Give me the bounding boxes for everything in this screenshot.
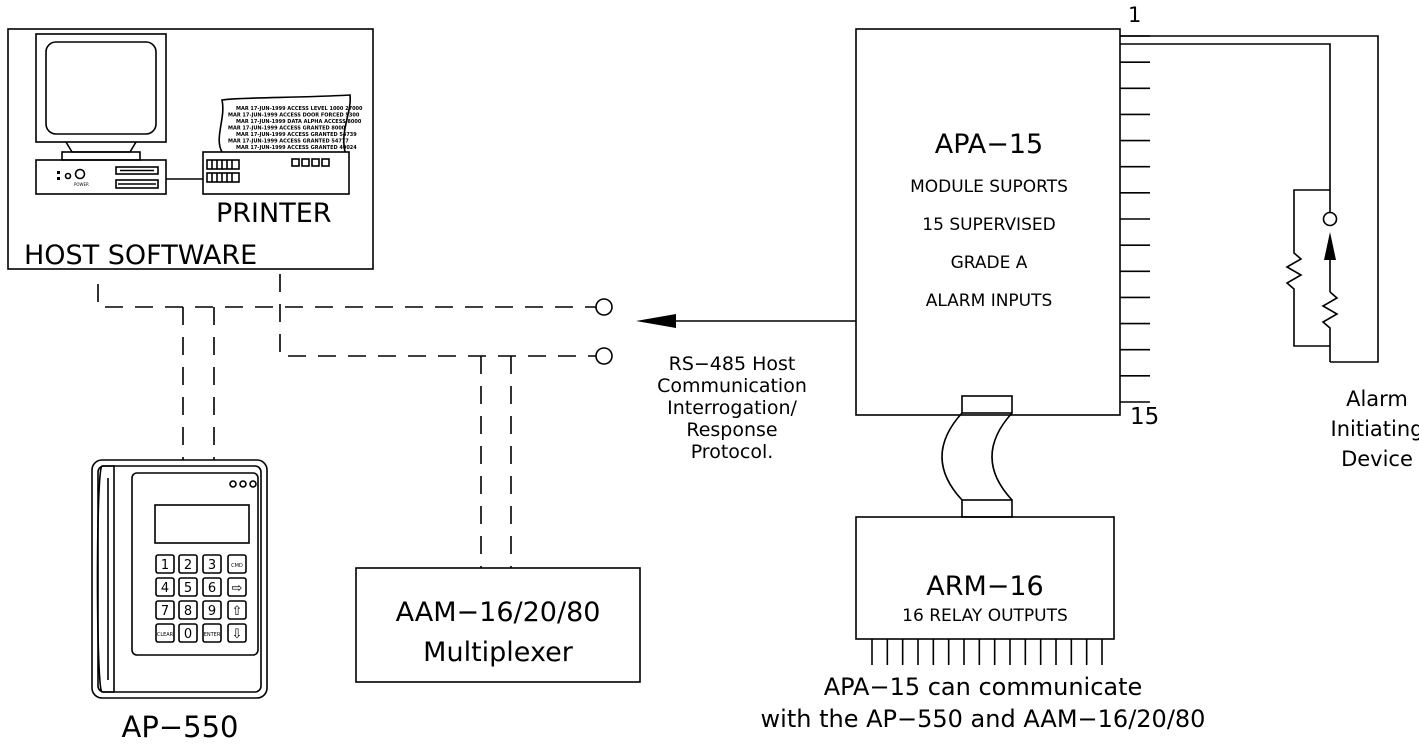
keypad-key-label: 4 — [161, 581, 169, 596]
keypad-key[interactable] — [178, 623, 198, 643]
monitor-icon — [35, 33, 167, 161]
svg-text:Interrogation/: Interrogation/ — [667, 397, 797, 419]
footer-line: with the AP−550 and AAM−16/20/80 — [761, 705, 1206, 733]
keypad-key-label: CLEAR — [157, 632, 174, 638]
svg-text:Alarm: Alarm — [1346, 387, 1408, 411]
aam-subtitle: Multiplexer — [423, 637, 574, 668]
keypad-key-label: ⇩ — [232, 627, 243, 642]
input-number-last: 15 — [1130, 404, 1159, 430]
apa15-input-terminals — [1120, 35, 1150, 403]
rs485-caption: RS−485 Host Communication Interrogation/… — [657, 353, 807, 463]
apa15-desc-line: 15 SUPERVISED — [922, 215, 1055, 235]
apa15-module — [855, 28, 1121, 416]
arm16-title: ARM−16 — [926, 571, 1044, 602]
svg-text:POWER: POWER — [74, 182, 89, 187]
printer-icon: MAR 17-JUN-1999 ACCESS LEVEL 1000 27000M… — [202, 94, 363, 195]
keypad-key-label: 9 — [208, 604, 216, 619]
keypad-key-label: 1 — [161, 558, 169, 573]
ap550-label: AP−550 — [122, 710, 239, 744]
keypad-key[interactable] — [155, 577, 175, 597]
apa15-desc-line: ALARM INPUTS — [926, 291, 1053, 311]
computer-case-icon: POWER — [35, 159, 167, 195]
keypad-key[interactable] — [155, 623, 175, 643]
arm16-relay-terminals — [871, 639, 1103, 665]
communication-bus — [97, 274, 596, 568]
keypad-key[interactable] — [227, 623, 247, 643]
bus-terminal-a — [595, 298, 613, 316]
printout-line: MAR 17-JUN-1999 DATA ALPHA ACCESS 8000 — [236, 119, 362, 125]
apa15-desc-line: GRADE A — [951, 253, 1028, 273]
input-number-first: 1 — [1128, 3, 1141, 27]
svg-text:Communication: Communication — [657, 375, 807, 397]
arm16-subtitle: 16 RELAY OUTPUTS — [902, 606, 1068, 626]
ribbon-cable — [941, 395, 1013, 518]
keypad-key[interactable] — [202, 600, 222, 620]
alarm-device-caption: Alarm Initiating Device — [1331, 387, 1419, 471]
keypad-key-label: ⇧ — [232, 604, 243, 619]
aam-title: AAM−16/20/80 — [396, 597, 601, 628]
keypad-key[interactable] — [202, 554, 222, 574]
svg-text:Response: Response — [686, 419, 777, 441]
footer-line: APA−15 can communicate — [824, 673, 1143, 701]
printout-line: MAR 17-JUN-1999 ACCESS GRANTED 40024 — [236, 145, 357, 151]
printout-line: MAR 17-JUN-1999 ACCESS GRANTED 8000 — [228, 126, 346, 132]
apa15-desc-line: MODULE SUPORTS — [910, 177, 1068, 197]
keypad-key-label: 2 — [184, 558, 192, 573]
keypad-display — [154, 504, 250, 544]
keypad-key-label: 6 — [208, 581, 216, 596]
keypad-key-label: 0 — [184, 627, 192, 642]
keypad-key[interactable] — [227, 554, 247, 574]
keypad-key[interactable] — [202, 577, 222, 597]
keypad-key-label: 5 — [184, 581, 192, 596]
arrow-left-icon — [636, 314, 676, 328]
keypad-key[interactable] — [202, 623, 222, 643]
keypad-key[interactable] — [178, 600, 198, 620]
svg-text:RS−485 Host: RS−485 Host — [669, 353, 796, 375]
svg-text:Protocol.: Protocol. — [691, 441, 774, 463]
keypad-key[interactable] — [227, 600, 247, 620]
keypad-key[interactable] — [178, 577, 198, 597]
keypad-key-label: 7 — [161, 604, 169, 619]
arm16-module — [855, 516, 1115, 640]
printout-line: MAR 17-JUN-1999 ACCESS GRANTED 54739 — [236, 132, 357, 138]
svg-text:Initiating: Initiating — [1331, 417, 1419, 441]
host-software-label: HOST SOFTWARE — [24, 240, 257, 271]
host-software-box — [7, 28, 374, 270]
printout-line: MAR 17-JUN-1999 ACCESS LEVEL 1000 27000 — [236, 106, 363, 112]
keypad-key-label: 3 — [208, 558, 216, 573]
apa15-title: APA−15 — [935, 129, 1043, 160]
aam-multiplexer-box — [355, 567, 641, 683]
keypad-key[interactable] — [227, 577, 247, 597]
keypad-key-label: CMD — [231, 563, 243, 569]
printout-line: MAR 17-JUN-1999 ACCESS DOOR FORCED 5300 — [228, 113, 360, 119]
keypad-key-label: ⇨ — [232, 581, 243, 596]
keypad-key-label: 8 — [184, 604, 192, 619]
bus-terminal-b — [595, 347, 613, 365]
keypad-key[interactable] — [155, 600, 175, 620]
printout-line: MAR 17-JUN-1999 ACCESS GRANTED 54777 — [228, 139, 349, 145]
alarm-circuit — [1120, 35, 1379, 363]
svg-text:Device: Device — [1341, 447, 1413, 471]
printer-label: PRINTER — [216, 198, 332, 229]
keypad-key[interactable] — [155, 554, 175, 574]
keypad-key-label: ENTER — [204, 632, 221, 638]
keypad-key[interactable] — [178, 554, 198, 574]
